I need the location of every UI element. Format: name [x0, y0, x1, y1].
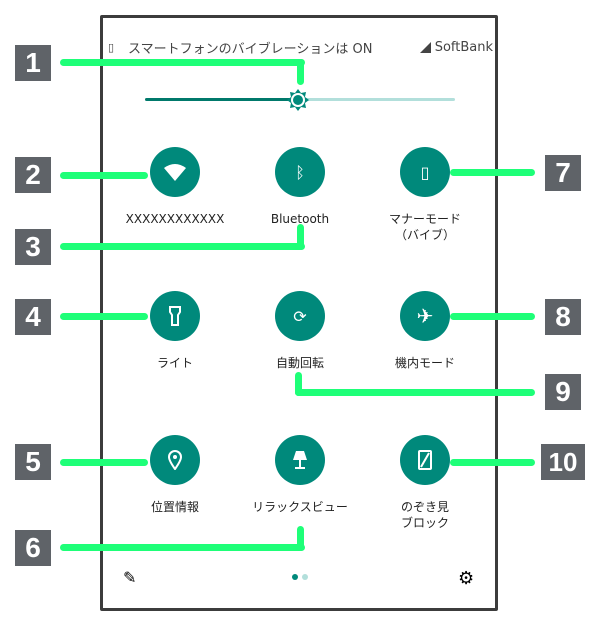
tile-label: 位置情報 — [150, 500, 199, 514]
tile-location[interactable]: 位置情報 — [120, 435, 230, 515]
edit-icon[interactable]: ✎ — [123, 568, 137, 587]
callout-8: 8 — [545, 299, 581, 335]
callout-4: 4 — [15, 299, 51, 335]
callout-3: 3 — [15, 229, 51, 265]
tile-wifi[interactable]: XXXXXXXXXXXX — [120, 147, 230, 227]
airplane-icon: ✈ — [400, 291, 450, 341]
brightness-icon[interactable] — [287, 89, 309, 111]
vibrate-icon: ▯ — [400, 147, 450, 197]
tile-label: のぞき見 ブロック — [400, 500, 449, 530]
tile-label: Bluetooth — [270, 212, 330, 226]
tile-flashlight[interactable]: ライト — [120, 291, 230, 371]
callout-1: 1 — [15, 45, 51, 81]
settings-gear-icon[interactable]: ⚙ — [458, 568, 475, 589]
tile-relax-view[interactable]: リラックスビュー — [245, 435, 355, 515]
carrier-name: SoftBank — [434, 40, 493, 55]
callout-9: 9 — [545, 374, 581, 410]
page-indicator-active — [292, 574, 298, 580]
page-indicator — [302, 574, 308, 580]
tile-auto-rotate[interactable]: ⟳ 自動回転 — [245, 291, 355, 371]
privacy-icon — [400, 435, 450, 485]
auto-rotate-icon: ⟳ — [275, 291, 325, 341]
tile-bluetooth[interactable]: ᛒ Bluetooth — [245, 147, 355, 227]
tile-label: ライト — [156, 356, 193, 370]
callout-5: 5 — [15, 444, 51, 480]
vibrate-icon: ▯ — [108, 41, 115, 54]
lamp-icon — [275, 435, 325, 485]
brightness-slider-fill[interactable] — [145, 98, 298, 101]
tile-privacy-block[interactable]: のぞき見 ブロック — [370, 435, 480, 531]
tile-label: 機内モード — [394, 356, 455, 370]
tile-manner-mode[interactable]: ▯ マナーモード （バイブ） — [370, 147, 480, 243]
callout-6: 6 — [15, 530, 51, 566]
brightness-slider-track[interactable] — [298, 98, 455, 101]
signal-icon — [419, 42, 431, 53]
tile-label: リラックスビュー — [252, 500, 348, 514]
tile-label: XXXXXXXXXXXX — [125, 212, 225, 226]
status-message: スマートフォンのバイブレーションは ON — [128, 42, 373, 57]
status-bar: ▯ スマートフォンのバイブレーションは ON SoftBank — [108, 38, 493, 57]
tile-label: マナーモード （バイブ） — [388, 212, 461, 242]
callout-10: 10 — [541, 444, 585, 480]
tile-label: 自動回転 — [275, 356, 324, 370]
callout-2: 2 — [15, 157, 51, 193]
bluetooth-icon: ᛒ — [275, 147, 325, 197]
flashlight-icon — [150, 291, 200, 341]
location-icon — [150, 435, 200, 485]
tile-airplane[interactable]: ✈ 機内モード — [370, 291, 480, 371]
wifi-icon — [150, 147, 200, 197]
callout-7: 7 — [545, 155, 581, 191]
